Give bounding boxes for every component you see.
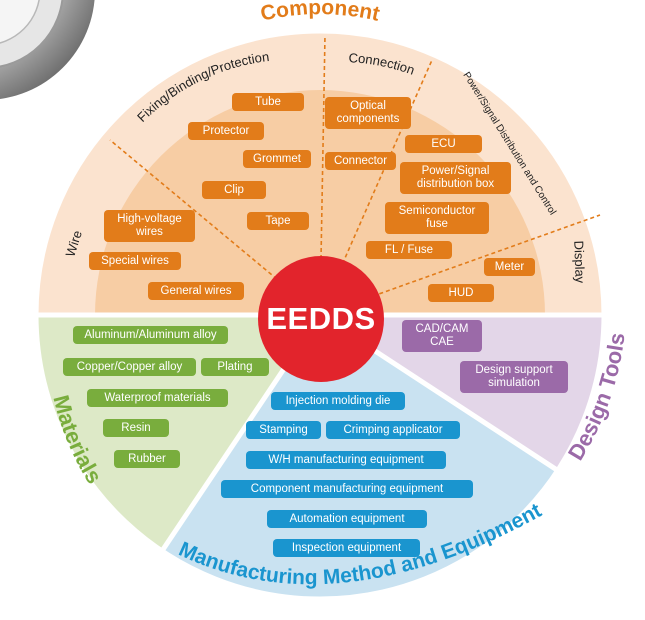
item-special-wires[interactable]: Special wires	[89, 252, 181, 270]
item-grommet[interactable]: Grommet	[243, 150, 311, 168]
item-component-equipment[interactable]: Component manufacturing equipment	[221, 480, 473, 498]
item-wh-equipment[interactable]: W/H manufacturing equipment	[246, 451, 446, 469]
item-clip[interactable]: Clip	[202, 181, 266, 199]
item-crimping-applicator[interactable]: Crimping applicator	[326, 421, 460, 439]
item-general-wires[interactable]: General wires	[148, 282, 244, 300]
item-cad-cam-cae[interactable]: CAD/CAM CAE	[402, 320, 482, 352]
item-waterproof[interactable]: Waterproof materials	[87, 389, 228, 407]
item-resin[interactable]: Resin	[103, 419, 169, 437]
item-plating[interactable]: Plating	[201, 358, 269, 376]
item-high-voltage-wires[interactable]: High-voltage wires	[104, 210, 195, 242]
item-ecu[interactable]: ECU	[405, 135, 482, 153]
item-automation[interactable]: Automation equipment	[267, 510, 427, 528]
tire-image	[0, 0, 95, 99]
item-copper[interactable]: Copper/Copper alloy	[63, 358, 196, 376]
item-rubber[interactable]: Rubber	[114, 450, 180, 468]
item-inspection[interactable]: Inspection equipment	[273, 539, 420, 557]
item-meter[interactable]: Meter	[484, 258, 535, 276]
category-title-component: Component	[259, 0, 382, 26]
item-stamping[interactable]: Stamping	[246, 421, 321, 439]
item-power-signal-box[interactable]: Power/Signal distribution box	[400, 162, 511, 194]
item-injection-molding[interactable]: Injection molding die	[271, 392, 405, 410]
center-eedds: EEDDS	[258, 256, 384, 382]
item-semiconductor-fuse[interactable]: Semiconductor fuse	[385, 202, 489, 234]
item-optical-components[interactable]: Optical components	[325, 97, 411, 129]
item-protector[interactable]: Protector	[188, 122, 264, 140]
item-aluminum[interactable]: Aluminum/Aluminum alloy	[73, 326, 228, 344]
item-connector[interactable]: Connector	[325, 152, 396, 170]
item-hud[interactable]: HUD	[428, 284, 494, 302]
item-fl-fuse[interactable]: FL / Fuse	[366, 241, 452, 259]
item-tape[interactable]: Tape	[247, 212, 309, 230]
subcategory-display: Display	[571, 240, 587, 284]
item-design-simulation[interactable]: Design support simulation	[460, 361, 568, 393]
item-tube[interactable]: Tube	[232, 93, 304, 111]
